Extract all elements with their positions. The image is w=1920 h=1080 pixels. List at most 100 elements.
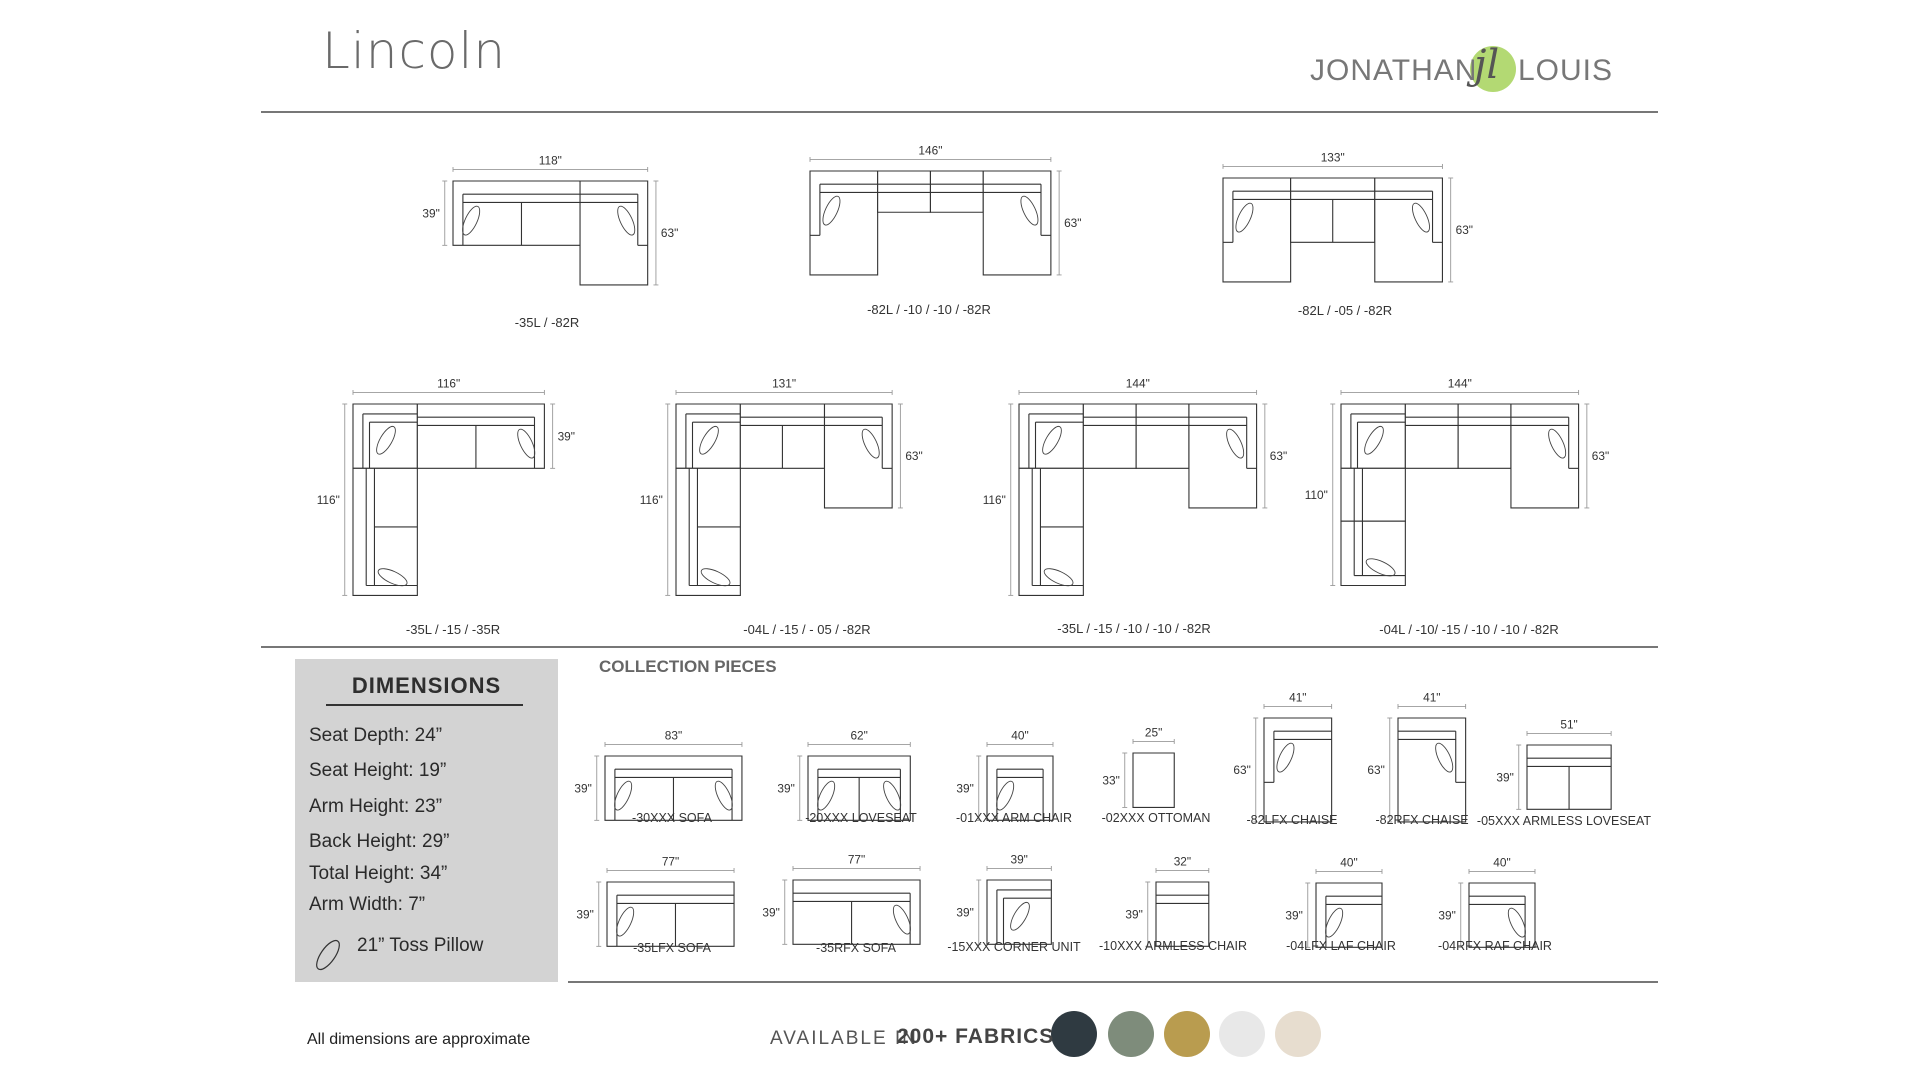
width-dimension: 133" — [1321, 151, 1345, 165]
chaise-module — [983, 171, 1051, 275]
depth-dimension: 63" — [1233, 763, 1250, 777]
fabric-swatch[interactable] — [1275, 1011, 1321, 1057]
spec-seat-height: Seat Height: 19” — [309, 760, 447, 781]
width-dimension: 144" — [1448, 377, 1472, 391]
sofa-module — [676, 468, 740, 595]
pillow-icon — [614, 204, 638, 237]
fabric-swatch[interactable] — [1108, 1011, 1154, 1057]
sofa-module — [1341, 468, 1405, 521]
dimensions-title: DIMENSIONS — [351, 673, 502, 698]
width-dimension: 116" — [437, 377, 460, 391]
sofa-module — [1458, 404, 1511, 468]
config-label: -35L / -15 / -10 / -10 / -82R — [1057, 621, 1211, 636]
sectional-diagram: 131"63"116" — [640, 377, 923, 595]
fabric-swatch[interactable] — [1051, 1011, 1097, 1057]
piece-diagram: 25"33" — [1102, 726, 1174, 807]
pillow-icon — [1322, 906, 1346, 939]
width-dimension: 83" — [665, 729, 682, 743]
piece-diagram: 40" 39" — [956, 729, 1053, 820]
section-divider — [261, 646, 1658, 648]
piece-diagram: 40" 39" — [1285, 856, 1382, 947]
pillow-icon — [1007, 900, 1033, 933]
depth-dimension: 39" — [576, 907, 593, 921]
piece-diagram: 51"39" — [1496, 718, 1611, 809]
available-in-text: AVAILABLE IN — [770, 1028, 918, 1049]
pillow-icon — [699, 565, 732, 589]
logo-monogram: jl — [1474, 42, 1500, 88]
pillow-icon — [316, 939, 340, 971]
width-dimension: 39" — [1010, 853, 1027, 867]
sectional-diagram: 144"63"110" — [1305, 377, 1609, 586]
sectional-diagram: 144"63"116" — [983, 377, 1287, 595]
brand-logo: JONATHAN jl LOUIS — [1310, 42, 1612, 106]
piece-label: -30XXX SOFA — [632, 811, 712, 825]
sofa-module — [1527, 745, 1611, 809]
spec-arm-height: Arm Height: 23” — [309, 796, 443, 817]
pillow-icon — [1232, 201, 1256, 234]
depth-dimension: 63" — [1592, 449, 1609, 463]
pillow-icon — [696, 424, 722, 457]
depth-dimension: 39" — [1438, 908, 1455, 922]
width-dimension: 77" — [848, 853, 865, 867]
chaise-module — [1264, 718, 1332, 822]
depth-dimension: 39" — [777, 781, 794, 795]
chaise-module — [1398, 718, 1466, 822]
depth-dimension: 39" — [956, 905, 973, 919]
pillow-icon — [1042, 565, 1075, 589]
depth-dimension: 39" — [1285, 908, 1302, 922]
depth-dimension: 63" — [1270, 449, 1287, 463]
piece-label: -35LFX SOFA — [633, 941, 711, 955]
logo-mark-circle — [1470, 46, 1516, 92]
pillow-icon — [611, 779, 635, 812]
pillow-icon — [1505, 906, 1529, 939]
sectional-diagram: 118"39"63" — [422, 154, 678, 285]
piece-diagram: 40" 39" — [1438, 856, 1535, 947]
width-dimension: 40" — [1011, 729, 1028, 743]
spec-arm-width: Arm Width: 7” — [309, 894, 426, 915]
collection-pieces-heading: COLLECTION PIECES — [599, 657, 777, 676]
config-label: -35L / -15 / -35R — [405, 622, 501, 637]
sofa-module — [987, 756, 1053, 820]
pillow-icon — [1039, 424, 1065, 457]
width-dimension: 144" — [1126, 377, 1150, 391]
width-dimension: 51" — [1560, 718, 1577, 732]
sofa-module — [1405, 404, 1458, 468]
sofa-module — [1291, 178, 1375, 242]
pillow-icon — [514, 427, 538, 460]
sectional-diagram: 133" 63" — [1223, 151, 1473, 282]
width-dimension: 62" — [850, 729, 867, 743]
fabric-swatch[interactable] — [1164, 1011, 1210, 1057]
sofa-module — [793, 880, 920, 944]
depth-dimension: 39" — [574, 781, 591, 795]
sofa-module — [607, 882, 734, 946]
corner-module — [676, 404, 740, 468]
piece-label: -82LFX CHAISE — [1246, 813, 1338, 827]
depth-dimension: 63" — [661, 226, 678, 240]
width-dimension: 40" — [1340, 856, 1357, 870]
piece-label: -15XXX CORNER UNIT — [947, 940, 1081, 954]
sectional-diagram: 146"63" — [810, 144, 1081, 275]
width-dimension: 118" — [539, 154, 562, 168]
width-dimension: 40" — [1493, 856, 1510, 870]
sofa-module — [353, 468, 417, 595]
pillow-icon — [1361, 424, 1387, 457]
width-dimension: 77" — [662, 855, 679, 869]
sofa-module — [453, 181, 580, 245]
depth-dimension: 33" — [1102, 773, 1119, 787]
chaise-module — [1189, 404, 1257, 508]
sofa-module — [417, 404, 544, 468]
pillow-icon — [1364, 555, 1397, 579]
dimensions-underline — [326, 704, 523, 706]
pillow-icon — [1545, 427, 1569, 460]
depth-dimension: 39" — [956, 781, 973, 795]
pillow-icon — [880, 779, 904, 812]
fabric-swatch[interactable] — [1219, 1011, 1265, 1057]
piece-label: -04LFX LAF CHAIR — [1286, 939, 1396, 953]
sofa-module — [1316, 883, 1382, 947]
depth-dimension: 63" — [1456, 223, 1473, 237]
pillow-icon — [890, 903, 914, 936]
width-dimension: 131" — [772, 377, 796, 391]
sofa-module — [878, 171, 931, 212]
spec-total-height: Total Height: 34” — [309, 863, 448, 884]
chaise-module — [580, 181, 648, 285]
